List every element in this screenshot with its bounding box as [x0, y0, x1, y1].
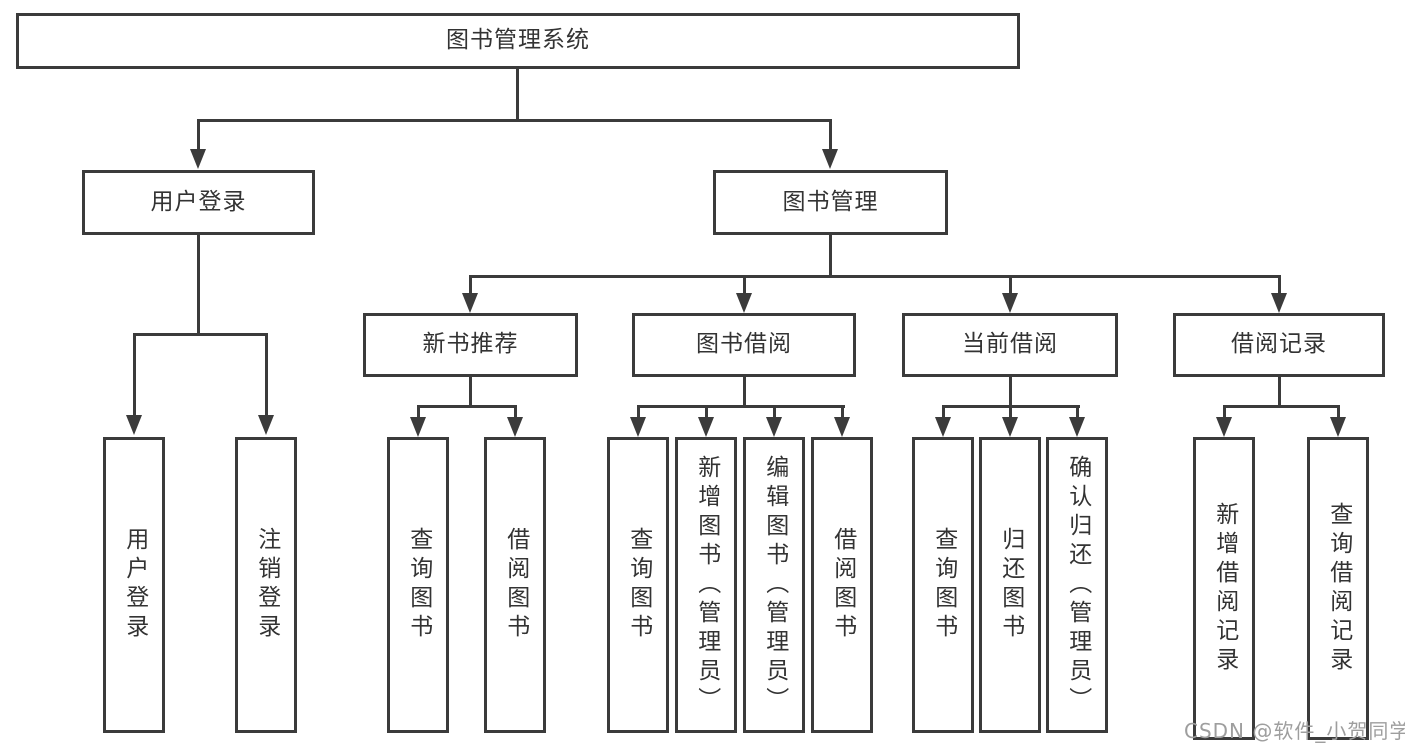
connector-section-branch [1223, 405, 1340, 408]
node-book-borrow: 图书借阅 [632, 313, 856, 377]
arrow-down-icon [935, 417, 951, 437]
arrow-down-icon [698, 417, 714, 437]
node-user-login: 用户登录 [82, 170, 315, 235]
connector-section-branch [637, 405, 845, 408]
arrow-down-icon [1002, 417, 1018, 437]
connector-section-branch [417, 405, 517, 408]
connector-drop-line [1009, 275, 1012, 295]
connector-drop-line [1337, 405, 1340, 419]
leaf-query-borrow-record: 查询借阅记录 [1307, 437, 1369, 740]
arrow-down-icon [410, 417, 426, 437]
connector-drop-line [1278, 275, 1281, 295]
connector-section-stem [469, 377, 472, 408]
node-new-book-recommend: 新书推荐 [363, 313, 578, 377]
connector-drop-line [829, 119, 832, 152]
connector-drop-line [743, 275, 746, 295]
connector-drop-line [1009, 405, 1012, 419]
arrow-down-icon [1069, 417, 1085, 437]
arrow-down-icon [1216, 417, 1232, 437]
connector-section-stem [743, 377, 746, 408]
arrow-down-icon [126, 415, 142, 435]
arrow-down-icon [190, 149, 206, 169]
connector-management-stem [829, 235, 832, 278]
connector-drop-line [514, 405, 517, 419]
leaf-query-books: 查询图书 [607, 437, 669, 733]
leaf-confirm-return-admin: 确认归还（管理员） [1046, 437, 1108, 733]
arrow-down-icon [1271, 293, 1287, 313]
connector-drop-line [942, 405, 945, 419]
connector-drop-line [417, 405, 420, 419]
leaf-return-books: 归还图书 [979, 437, 1041, 733]
connector-drop-line [469, 275, 472, 295]
arrow-down-icon [462, 293, 478, 313]
arrow-down-icon [507, 417, 523, 437]
connector-drop-line [265, 333, 268, 417]
leaf-user-login: 用户登录 [103, 437, 165, 733]
leaf-edit-book-admin: 编辑图书（管理员） [743, 437, 805, 733]
connector-drop-line [637, 405, 640, 419]
arrow-down-icon [630, 417, 646, 437]
connector-drop-line [133, 333, 136, 417]
node-root-system: 图书管理系统 [16, 13, 1020, 69]
node-book-management: 图书管理 [713, 170, 948, 235]
arrow-down-icon [834, 417, 850, 437]
leaf-add-book-admin: 新增图书（管理员） [675, 437, 737, 733]
connector-root-stem [516, 69, 519, 120]
leaf-add-borrow-record: 新增借阅记录 [1193, 437, 1255, 740]
csdn-watermark: CSDN @软件_小贺同学 [1184, 719, 1405, 743]
connector-drop-line [773, 405, 776, 419]
connector-management-branch [469, 275, 1281, 278]
arrow-down-icon [822, 149, 838, 169]
arrow-down-icon [766, 417, 782, 437]
connector-section-stem [1009, 377, 1012, 408]
leaf-query-books: 查询图书 [912, 437, 974, 733]
connector-login-branch [133, 333, 268, 336]
connector-drop-line [705, 405, 708, 419]
node-current-borrow: 当前借阅 [902, 313, 1118, 377]
leaf-borrow-books: 借阅图书 [811, 437, 873, 733]
connector-root-branch [197, 119, 831, 122]
leaf-query-books: 查询图书 [387, 437, 449, 733]
connector-drop-line [841, 405, 844, 419]
connector-drop-line [1076, 405, 1079, 419]
connector-login-stem [197, 235, 200, 336]
connector-drop-line [1223, 405, 1226, 419]
connector-section-stem [1278, 377, 1281, 408]
connector-drop-line [197, 119, 200, 152]
arrow-down-icon [258, 415, 274, 435]
arrow-down-icon [736, 293, 752, 313]
leaf-logout: 注销登录 [235, 437, 297, 733]
arrow-down-icon [1330, 417, 1346, 437]
leaf-borrow-books: 借阅图书 [484, 437, 546, 733]
arrow-down-icon [1002, 293, 1018, 313]
node-borrow-records: 借阅记录 [1173, 313, 1385, 377]
